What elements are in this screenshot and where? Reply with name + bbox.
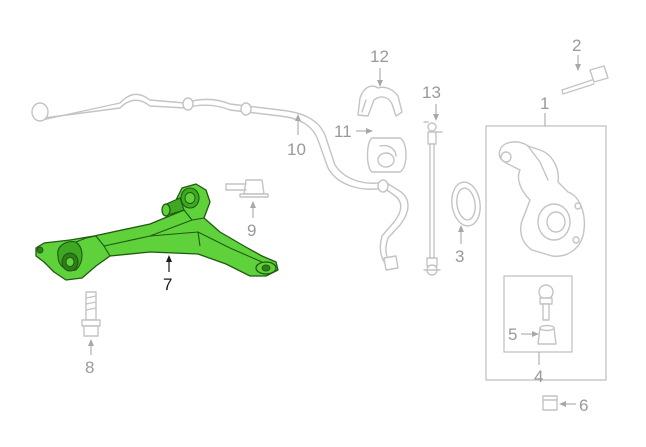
callout-label-7: 7 [163, 275, 172, 294]
stabilizer-bar [31, 93, 409, 271]
nut-6 [542, 395, 558, 411]
callout-8: 8 [85, 339, 94, 377]
bolt-2 [561, 65, 609, 95]
boot [537, 324, 557, 345]
bolt-8 [81, 291, 101, 337]
callout-10: 10 [287, 114, 306, 159]
ball-joint [538, 284, 554, 321]
stabilizer-link [423, 121, 443, 276]
callout-7: 7 [163, 255, 172, 294]
bolt-9 [225, 179, 269, 198]
callout-2: 2 [572, 36, 581, 71]
callout-label-2: 2 [572, 36, 581, 55]
callout-9: 9 [247, 201, 256, 240]
callout-label-3: 3 [455, 247, 464, 266]
ball-joint-box [503, 275, 573, 353]
callout-5: 5 [508, 325, 539, 344]
callout-label-4: 4 [534, 367, 543, 386]
callout-6: 6 [559, 396, 588, 415]
lower-control-arm[interactable] [35, 183, 279, 281]
callout-11: 11 [334, 122, 373, 141]
callout-label-6: 6 [579, 396, 588, 415]
callout-4: 4 [534, 352, 543, 386]
callout-label-10: 10 [287, 140, 306, 159]
callout-label-8: 8 [85, 358, 94, 377]
steering-knuckle [498, 141, 586, 257]
callout-label-13: 13 [422, 83, 441, 102]
dust-seal [451, 181, 481, 227]
callout-label-11: 11 [334, 122, 352, 141]
callout-label-1: 1 [540, 94, 549, 113]
knuckle-assembly-box [485, 125, 607, 381]
stabilizer-holder [357, 85, 403, 117]
stabilizer-bushing [366, 137, 407, 173]
callout-label-9: 9 [247, 221, 256, 240]
callout-12: 12 [370, 47, 389, 87]
callout-label-5: 5 [508, 325, 517, 344]
callout-3: 3 [455, 225, 464, 266]
callout-label-12: 12 [370, 47, 389, 66]
callout-13: 13 [422, 83, 441, 121]
callout-1: 1 [540, 94, 549, 126]
